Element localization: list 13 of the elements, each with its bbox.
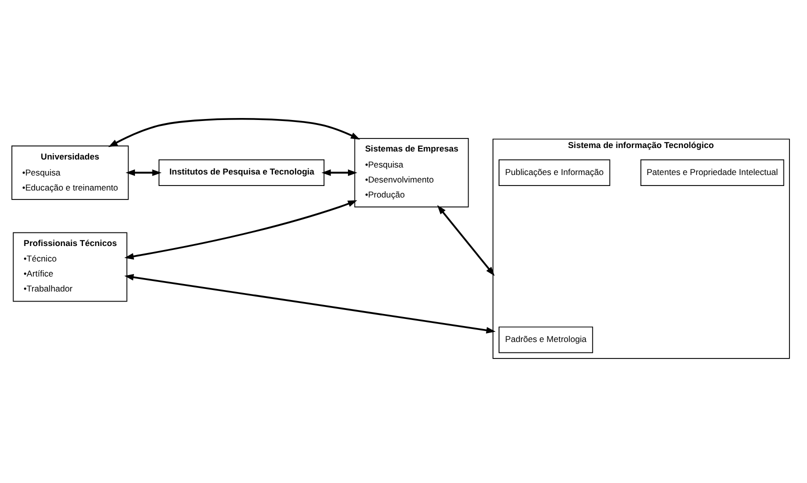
- node-box: Institutos de Pesquisa e Tecnologia: [158, 159, 324, 186]
- arrow: [126, 169, 162, 176]
- arrow: [124, 274, 496, 334]
- node-box: Universidades •Pesquisa •Educação e treinamento: [11, 145, 129, 200]
- arrow: [437, 205, 495, 276]
- arrow: [322, 169, 358, 176]
- node-box: Sistemas de Empresas •Pesquisa •Desenvolvimento •Produção: [354, 138, 469, 208]
- node-box: Padrões e Metrologia: [498, 326, 594, 354]
- arrow: [108, 118, 360, 148]
- arrow: [124, 200, 358, 260]
- node-box: Patentes e Propriedade Intelectual: [640, 159, 784, 186]
- node-box: Profissionais Técnicos •Técnico •Artífice •Trabalhador: [12, 232, 128, 302]
- node-box: Publicações e Informação: [498, 159, 610, 186]
